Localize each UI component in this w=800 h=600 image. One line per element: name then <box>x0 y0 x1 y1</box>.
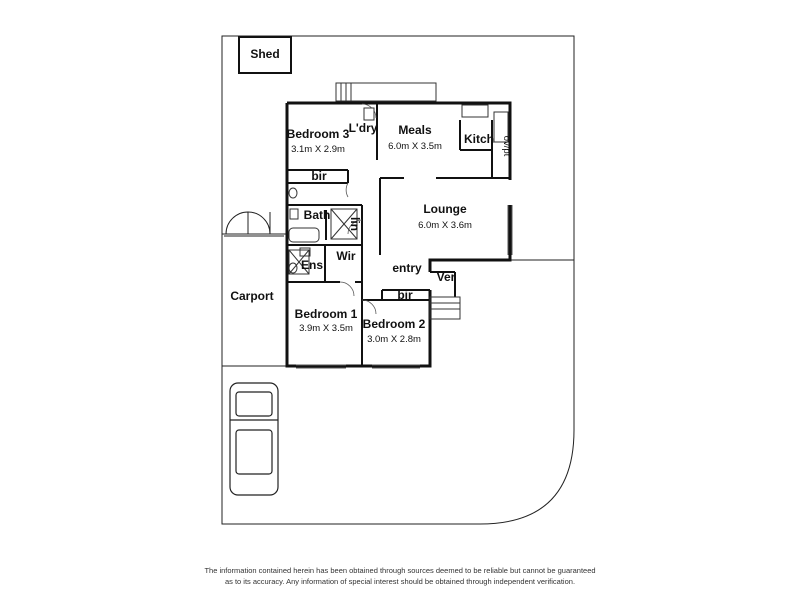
size-bedroom1: 3.9m X 3.5m <box>299 323 353 334</box>
shed-outline <box>238 36 292 74</box>
label-ens: Ens <box>301 258 323 272</box>
label-bedroom3: Bedroom 3 <box>287 127 350 141</box>
windows <box>296 205 513 369</box>
cooktop <box>493 111 509 143</box>
car <box>229 382 279 496</box>
label-laundry: L'dry <box>349 121 378 135</box>
size-lounge: 6.0m X 3.6m <box>418 220 472 231</box>
bathtub <box>288 227 320 243</box>
size-bedroom3: 3.1m X 2.9m <box>291 144 345 155</box>
label-bir-top: bir <box>311 169 327 183</box>
rear-steps <box>335 82 437 102</box>
fixtures <box>288 104 509 275</box>
label-bir-bed2: bir <box>397 288 413 302</box>
basin-2 <box>299 247 311 257</box>
label-meals: Meals <box>398 123 432 137</box>
label-carport: Carport <box>230 289 273 303</box>
label-shed: Shed <box>250 47 279 61</box>
house-walls <box>285 101 512 368</box>
kitchen-sink <box>461 104 489 118</box>
label-ovpt: ov/pt <box>501 136 512 157</box>
size-meals: 6.0m X 3.5m <box>388 141 442 152</box>
laundry-sink <box>363 107 375 121</box>
interior-walls <box>288 104 510 366</box>
label-lin: lin <box>348 217 362 231</box>
disclaimer-line-1: The information contained herein has bee… <box>204 566 596 575</box>
disclaimer-line-2: as to its accuracy. Any information of s… <box>224 577 576 586</box>
linen-box <box>330 208 358 240</box>
door-swings <box>339 103 377 315</box>
label-kitchen: Kitch <box>464 132 494 146</box>
label-entry: entry <box>392 261 422 275</box>
toilet-2 <box>288 262 298 274</box>
toilet-1 <box>288 187 298 199</box>
label-verandah: Ver <box>437 270 456 284</box>
shower <box>288 249 310 275</box>
label-wir: Wir <box>336 249 356 263</box>
size-bedroom2: 3.0m X 2.8m <box>367 334 421 345</box>
label-bath: Bath <box>304 208 331 222</box>
verandah-steps <box>429 296 461 320</box>
site-boundary <box>221 35 575 525</box>
label-lounge: Lounge <box>423 202 467 216</box>
label-bedroom2: Bedroom 2 <box>363 317 426 331</box>
label-bedroom1: Bedroom 1 <box>295 307 358 321</box>
basin-1 <box>289 208 299 220</box>
